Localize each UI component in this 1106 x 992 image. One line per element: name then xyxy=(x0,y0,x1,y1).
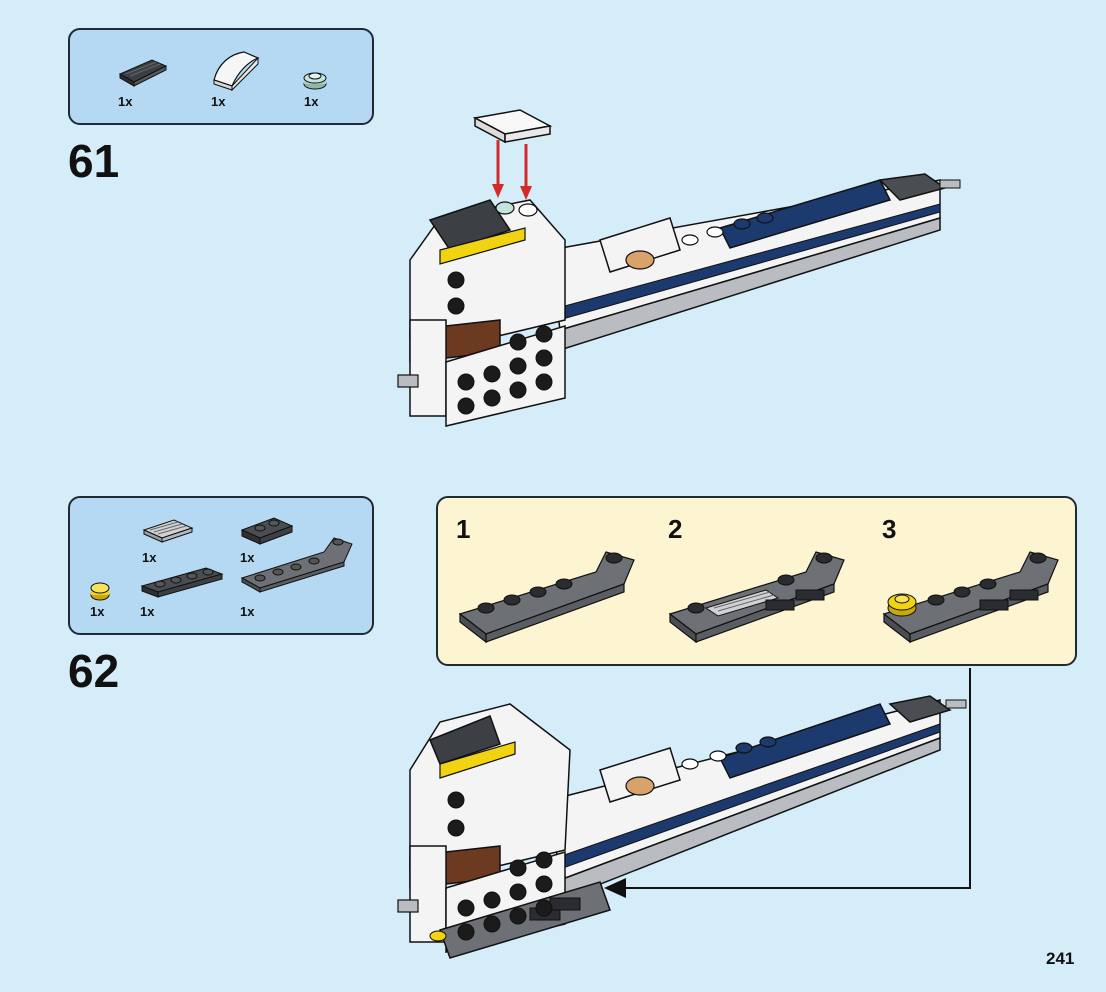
substep-3-illustration xyxy=(882,551,1059,644)
part-qty: 1x xyxy=(140,604,155,619)
page-number: 241 xyxy=(1046,949,1075,968)
dark-slope-brick-icon xyxy=(118,59,168,87)
step-62-parts-box: 1x 1x 1x 1x 1x xyxy=(68,496,374,635)
transparent-round-plate-icon xyxy=(303,72,327,90)
part-qty: 1x xyxy=(90,604,105,619)
substep-1-illustration xyxy=(458,551,635,644)
grille-tile-icon xyxy=(142,519,194,543)
substep-number: 1 xyxy=(456,514,471,544)
part-qty: 1x xyxy=(240,604,255,619)
part-qty: 1x xyxy=(142,550,157,565)
placement-arrow-icon xyxy=(604,668,971,898)
step-number: 61 xyxy=(68,135,120,187)
white-curved-slope-icon xyxy=(472,109,553,144)
white-curved-slope-icon xyxy=(213,51,260,92)
yellow-round-stud-icon xyxy=(90,582,110,601)
step-number: 62 xyxy=(68,645,120,697)
part-qty: 1x xyxy=(304,94,319,109)
substep-callout-box: 1 2 3 xyxy=(436,496,1077,666)
placement-arrow-icon xyxy=(492,140,532,200)
substep-2-illustration xyxy=(668,551,845,644)
part-qty: 1x xyxy=(240,550,255,565)
inverted-slope-plate-icon xyxy=(240,537,353,593)
step-61-parts-box: 1x 1x 1x xyxy=(68,28,374,125)
part-qty: 1x xyxy=(118,94,133,109)
step-62-model-illustration xyxy=(397,695,967,959)
dark-plate-1x4-icon xyxy=(140,567,224,598)
part-qty: 1x xyxy=(211,94,226,109)
clip-plate-icon xyxy=(240,517,294,545)
substep-number: 2 xyxy=(668,514,683,544)
substep-number: 3 xyxy=(882,514,897,544)
step-61-model-illustration xyxy=(397,109,961,427)
